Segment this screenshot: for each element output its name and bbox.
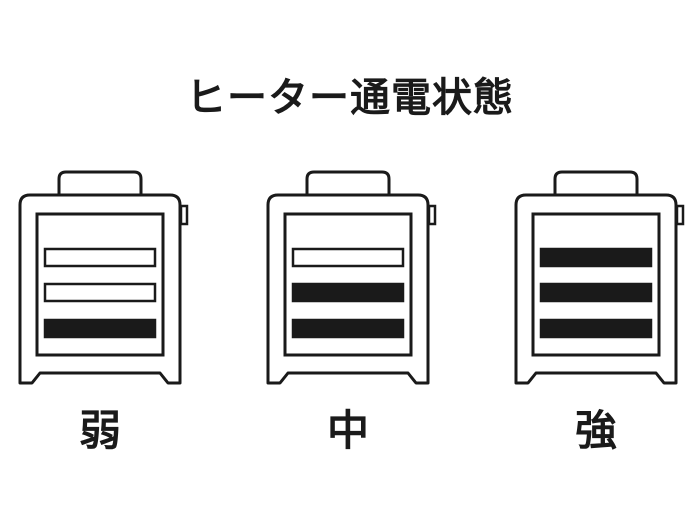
heating-bar-on — [539, 282, 653, 303]
level-label-weak: 弱 — [78, 406, 121, 455]
heating-bar-on — [291, 318, 405, 339]
heater-svg — [514, 170, 685, 385]
heater-weak-icon — [10, 165, 190, 395]
level-label-medium: 中 — [326, 406, 369, 455]
heating-bar-on — [539, 318, 653, 339]
heater-strong-icon — [506, 165, 686, 395]
heater-svg — [18, 170, 189, 385]
heater-medium-icon — [258, 165, 438, 395]
level-label-strong: 強 — [574, 406, 617, 455]
heating-bar-off — [291, 247, 405, 268]
heating-bar-off — [43, 282, 157, 303]
heating-bar-on — [291, 282, 405, 303]
diagram-title: ヒーター通電状態 — [186, 75, 514, 121]
heating-bar-off — [43, 247, 157, 268]
heater-handle — [57, 170, 143, 195]
heater-svg — [266, 170, 437, 385]
heating-bar-on — [539, 247, 653, 268]
heater-handle — [305, 170, 391, 195]
heating-bar-on — [43, 318, 157, 339]
heater-knob — [179, 204, 189, 226]
heater-knob — [675, 204, 685, 226]
heater-handle — [553, 170, 639, 195]
heater-knob — [427, 204, 437, 226]
